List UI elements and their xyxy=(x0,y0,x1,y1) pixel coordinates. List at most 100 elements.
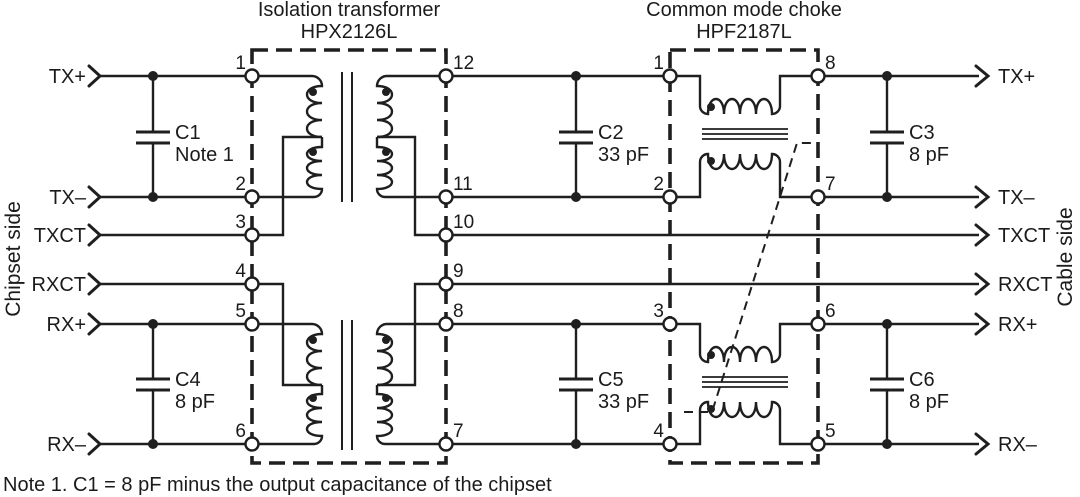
transformer-pin-10-terminal xyxy=(438,227,454,243)
choke-pin-7-terminal xyxy=(810,189,826,205)
tx-primary-center-tap xyxy=(252,135,322,237)
polarity-dot xyxy=(707,103,715,111)
tx-secondary-center-tap xyxy=(377,135,446,237)
transformer-pin-6-terminal xyxy=(244,436,260,452)
junction-dot xyxy=(882,439,892,449)
choke-rx-upper-winding xyxy=(670,322,818,364)
port-label-txp-right: TX+ xyxy=(998,66,1035,88)
choke-pin-number: 1 xyxy=(653,53,664,74)
capacitors xyxy=(136,76,904,444)
cap-c6-plates xyxy=(870,377,904,392)
choke-pin-number: 2 xyxy=(653,174,664,195)
capacitor-labels: C1 Note 1 C2 33 pF C3 8 pF C4 8 pF C5 33… xyxy=(175,122,949,413)
choke-pin-number: 7 xyxy=(825,174,836,195)
transformer-pin-number: 4 xyxy=(235,261,246,282)
output-arrow-icon xyxy=(974,223,991,247)
tx-primary-lower-coil xyxy=(252,137,324,199)
input-chevron-icon xyxy=(87,64,103,88)
transformer-pin-number: 11 xyxy=(453,174,473,195)
cable-side-label: Cable side xyxy=(1054,207,1077,306)
polarity-dot xyxy=(382,336,390,344)
transformer-pin-number: 1 xyxy=(235,53,246,74)
input-chevron-icon xyxy=(87,432,103,456)
transformer-pin-8-terminal xyxy=(438,316,454,332)
choke-dashed-box xyxy=(668,48,820,465)
port-label-rxp-right: RX+ xyxy=(998,314,1037,336)
junction-dot xyxy=(148,439,158,449)
choke-common-core-diagonal xyxy=(684,142,814,413)
polarity-dot xyxy=(309,336,317,344)
transformer-pin-7-terminal xyxy=(438,436,454,452)
port-label-rxp-left: RX+ xyxy=(47,314,86,336)
cap-c1-value: Note 1 xyxy=(175,144,234,166)
cap-c6-value: 8 pF xyxy=(909,391,949,413)
choke-tx-upper-winding xyxy=(670,74,818,116)
input-chevron-icon xyxy=(87,312,103,336)
transformer-title: Isolation transformer xyxy=(258,0,441,21)
cap-c5-plates xyxy=(559,377,593,392)
output-arrow-icon xyxy=(974,64,991,88)
transformer-windings xyxy=(252,72,446,450)
transformer-pin-number: 2 xyxy=(235,174,246,195)
rx-secondary-lower-coil xyxy=(375,385,446,446)
transformer-pin-number: 8 xyxy=(453,301,464,322)
choke-pin-1-terminal xyxy=(662,68,678,84)
polarity-dot xyxy=(309,148,317,156)
middle-wires xyxy=(446,74,979,446)
port-label-rxm-left: RX– xyxy=(47,434,87,456)
transformer-pin-12-terminal xyxy=(438,68,454,84)
rx-secondary-upper-coil xyxy=(375,322,446,387)
port-label-rxct-left: RXCT xyxy=(32,274,86,296)
transformer-dashed-box xyxy=(250,48,448,465)
junction-dot xyxy=(571,439,581,449)
input-chevron-icon xyxy=(87,272,103,296)
cap-c5-value: 33 pF xyxy=(598,391,649,413)
rx-primary-lower-coil xyxy=(252,385,324,446)
polarity-dot xyxy=(382,88,390,96)
cap-c1-plates xyxy=(136,130,170,145)
polarity-dot xyxy=(309,88,317,96)
transformer-pin-4-terminal xyxy=(244,276,260,292)
junction-dot xyxy=(148,71,158,81)
choke-rx-lower-winding xyxy=(670,400,818,446)
junction-dot xyxy=(571,319,581,329)
choke-part-number: HPF2187L xyxy=(696,21,792,43)
pin-terminals xyxy=(244,68,826,452)
polarity-dot xyxy=(707,405,715,413)
port-label-rxct-right: RXCT xyxy=(998,274,1052,296)
polarity-dot xyxy=(707,351,715,359)
output-arrow-icon xyxy=(974,432,991,456)
polarity-dot xyxy=(707,157,715,165)
cap-c3-ref: C3 xyxy=(909,122,935,144)
left-ports: TX+ TX– TXCT RXCT RX+ RX– xyxy=(32,64,103,456)
choke-tx-lower-winding xyxy=(670,152,818,199)
pin-numbers: 1 2 3 4 5 6 12 11 10 9 8 7 1 2 3 4 8 7 6… xyxy=(235,53,835,442)
left-entry-wires xyxy=(100,74,252,446)
choke-pin-number: 4 xyxy=(653,421,664,442)
transformer-pin-number: 9 xyxy=(453,261,464,282)
port-label-txm-right: TX– xyxy=(998,187,1036,209)
choke-pin-number: 5 xyxy=(825,421,836,442)
transformer-pin-number: 12 xyxy=(453,53,474,74)
transformer-pin-3-terminal xyxy=(244,227,260,243)
choke-title: Common mode choke xyxy=(646,0,842,21)
choke-pin-3-terminal xyxy=(662,316,678,332)
rx-primary-center-tap xyxy=(252,282,322,387)
choke-pin-8-terminal xyxy=(810,68,826,84)
transformer-pin-number: 3 xyxy=(235,212,246,233)
cap-c1-ref: C1 xyxy=(175,122,201,144)
cap-c4-plates xyxy=(136,377,170,392)
rx-primary-upper-coil xyxy=(252,322,324,387)
output-arrow-icon xyxy=(974,185,991,209)
polarity-dot xyxy=(382,394,390,402)
polarity-dot xyxy=(309,394,317,402)
choke-pin-5-terminal xyxy=(810,436,826,452)
junction-dot xyxy=(882,192,892,202)
transformer-part-number: HPX2126L xyxy=(301,21,398,43)
port-label-txp-left: TX+ xyxy=(49,66,86,88)
transformer-pin-1-terminal xyxy=(244,68,260,84)
right-exit-wires xyxy=(818,74,979,446)
transformer-pin-2-terminal xyxy=(244,189,260,205)
